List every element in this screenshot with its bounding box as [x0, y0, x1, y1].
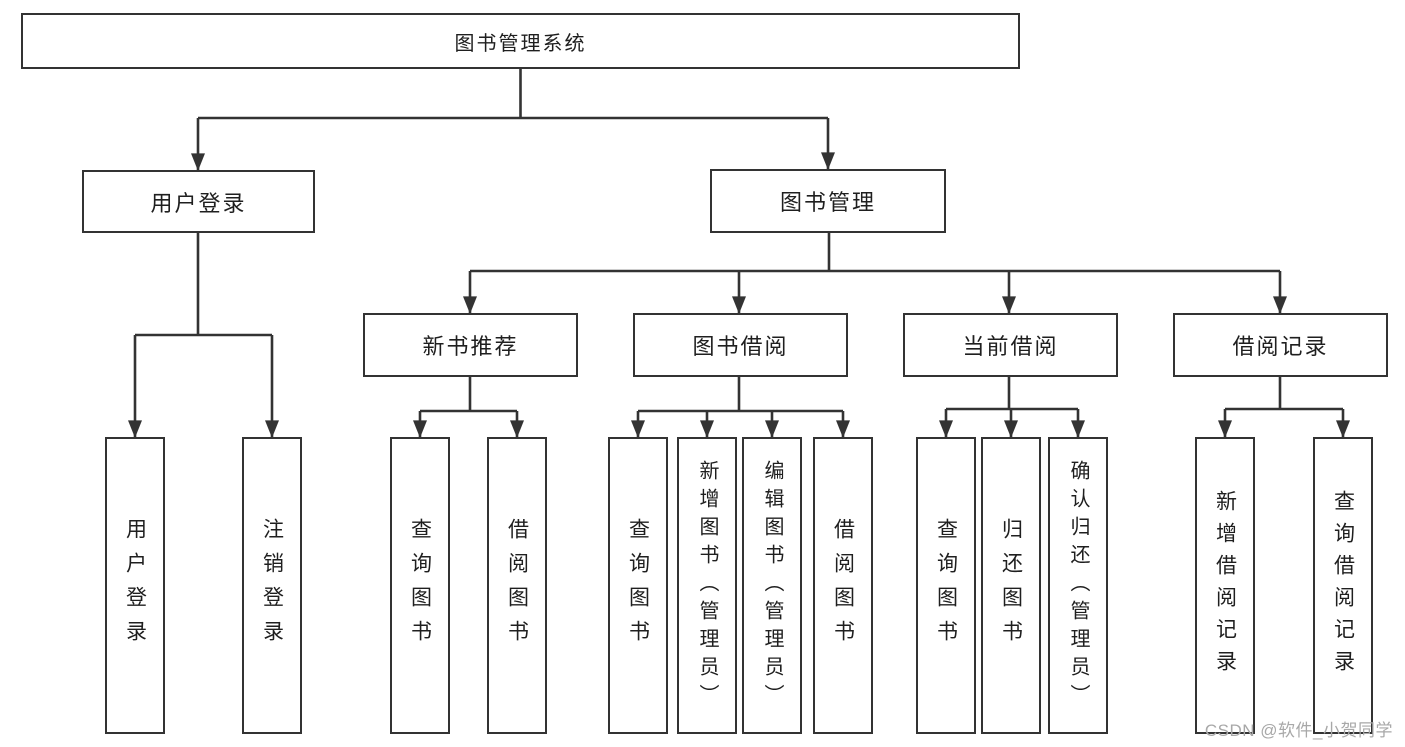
leaf-label: 新增借阅记录 [1213, 489, 1237, 682]
leaf-label: 借阅图书 [505, 517, 529, 654]
leaf-label: 用户登录 [123, 517, 147, 654]
node-borrowing-records: 借阅记录 [1173, 313, 1388, 377]
leaf-edit-books-admin: 编辑图书（管理员） [742, 437, 802, 734]
node-current-borrowing: 当前借阅 [903, 313, 1118, 377]
node-label: 借阅记录 [1232, 334, 1329, 359]
leaf-label: 借阅图书 [831, 517, 855, 654]
node-label: 图书借阅 [692, 334, 789, 359]
leaf-query-borrow-record: 查询借阅记录 [1313, 437, 1373, 734]
leaf-label: 查询借阅记录 [1331, 489, 1355, 682]
leaf-query-books-borrow: 查询图书 [608, 437, 668, 734]
leaf-query-books-current: 查询图书 [916, 437, 976, 734]
connector-root-split [198, 69, 828, 120]
leaf-label: 查询图书 [626, 517, 650, 654]
node-book-management: 图书管理 [710, 169, 946, 233]
connector-mgmt-split [470, 233, 1280, 273]
connector-newrec-split [420, 377, 517, 413]
node-new-book-recommendation: 新书推荐 [363, 313, 578, 377]
leaf-borrow-books: 借阅图书 [813, 437, 873, 734]
node-book-management-system: 图书管理系统 [21, 13, 1020, 69]
connector-current-split [946, 377, 1078, 411]
leaf-label: 编辑图书（管理员） [761, 459, 783, 712]
leaf-label: 新增图书（管理员） [696, 459, 718, 712]
node-label: 图书管理系统 [454, 32, 587, 55]
connector-borrow-split [638, 377, 843, 413]
leaf-confirm-return-admin: 确认归还（管理员） [1048, 437, 1108, 734]
leaf-query-books-newrec: 查询图书 [390, 437, 450, 734]
leaf-label: 查询图书 [408, 517, 432, 654]
leaf-label: 归还图书 [999, 517, 1023, 654]
leaf-label: 查询图书 [934, 517, 958, 654]
leaf-label: 确认归还（管理员） [1067, 459, 1089, 712]
leaf-add-borrow-record: 新增借阅记录 [1195, 437, 1255, 734]
node-book-borrowing: 图书借阅 [633, 313, 848, 377]
connector-login-split [135, 233, 272, 337]
leaf-logout: 注销登录 [242, 437, 302, 734]
leaf-user-login: 用户登录 [105, 437, 165, 734]
node-user-login: 用户登录 [82, 170, 315, 233]
csdn-watermark: CSDN @软件_小贺同学 [1204, 721, 1393, 740]
leaf-return-books: 归还图书 [981, 437, 1041, 734]
connector-records-split [1225, 377, 1343, 411]
node-label: 新书推荐 [422, 334, 519, 359]
leaf-borrow-books-newrec: 借阅图书 [487, 437, 547, 734]
leaf-add-books-admin: 新增图书（管理员） [677, 437, 737, 734]
leaf-label: 注销登录 [260, 517, 284, 654]
node-label: 用户登录 [150, 190, 247, 216]
node-label: 图书管理 [779, 190, 876, 215]
node-label: 当前借阅 [962, 334, 1059, 359]
